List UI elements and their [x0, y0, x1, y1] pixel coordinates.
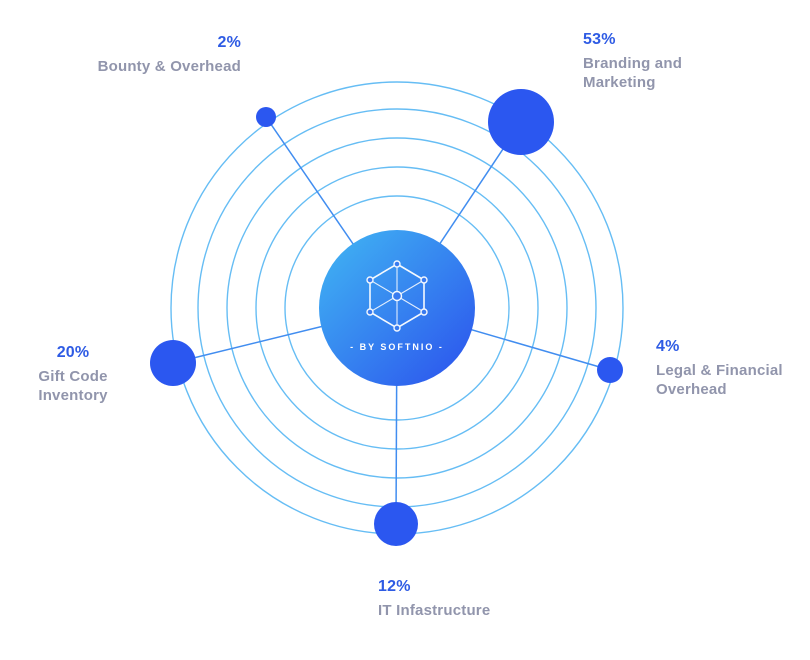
dot-legal-financial-4pct — [597, 357, 623, 383]
category-label: IT Infastructure — [378, 601, 491, 619]
dot-gift-code-20pct — [150, 340, 196, 386]
dot-it-infrastructure-12pct — [374, 502, 418, 546]
category-label: Branding and Marketing — [583, 54, 683, 92]
percent-value: 2% — [217, 34, 241, 51]
orbit-ring-3 — [226, 137, 568, 479]
label-branding-marketing: 53% Branding and Marketing — [583, 30, 718, 93]
label-bounty-overhead: 2% Bounty & Overhead — [61, 33, 241, 76]
network-links — [369, 264, 425, 328]
network-nodes — [366, 260, 428, 332]
label-gift-code-inventory: 20% Gift Code Inventory — [25, 343, 121, 406]
center-caption: - BY SOFTNIO - — [350, 342, 444, 352]
percent-value: 53% — [583, 31, 616, 48]
dot-bounty-overhead-2pct — [256, 107, 276, 127]
dot-branding-marketing-53pct — [488, 89, 554, 155]
percent-value: 12% — [378, 578, 411, 595]
percent-value: 4% — [656, 338, 680, 355]
label-legal-financial: 4% Legal & Financial Overhead — [656, 337, 808, 400]
data-dots — [150, 89, 623, 546]
network-hexagon-icon — [366, 260, 428, 332]
category-label: Legal & Financial Overhead — [656, 361, 783, 399]
category-label: Gift Code Inventory — [38, 367, 108, 405]
category-label: Bounty & Overhead — [97, 57, 241, 75]
label-it-infrastructure: 12% IT Infastructure — [378, 577, 548, 620]
percent-value: 20% — [56, 344, 90, 361]
